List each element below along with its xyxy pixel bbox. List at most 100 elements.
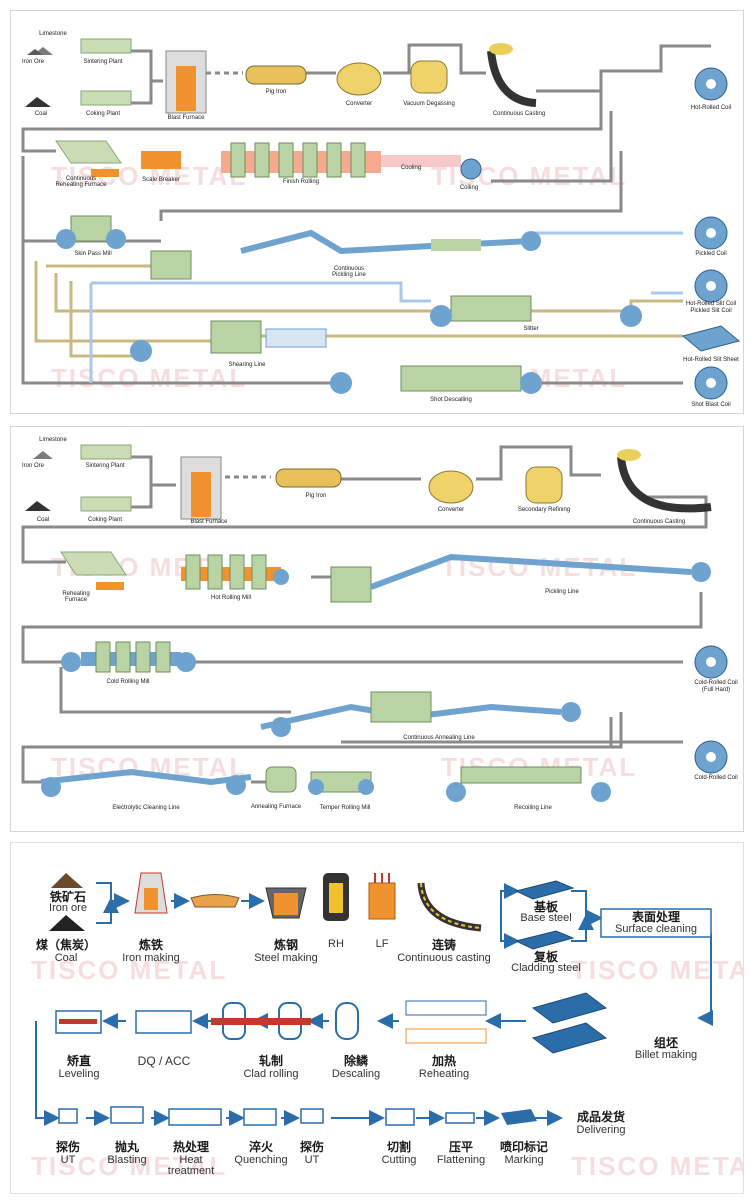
continuous-casting — [617, 456, 712, 513]
step-flat-en: Flattening — [436, 1154, 486, 1166]
iron-ore-pile — [51, 873, 83, 888]
flow-line — [131, 81, 153, 105]
label-continuous-casting: Continuous Casting — [492, 111, 546, 117]
quenching-unit — [243, 1108, 277, 1126]
label-reheating: Continuous Reheating Furnace — [55, 176, 107, 188]
label-coking: Coking Plant — [87, 517, 123, 523]
flow-line — [21, 712, 623, 784]
converter — [428, 470, 474, 504]
label-annealing-line: Continuous Annealing Line — [403, 735, 475, 741]
step-quench-en: Quenching — [234, 1154, 288, 1166]
label-pig-iron: Pig Iron — [265, 89, 287, 95]
flow-line — [59, 667, 291, 714]
flow-line — [34, 261, 211, 343]
step-surface-en: Surface cleaning — [615, 923, 697, 935]
pig-iron-car — [245, 65, 307, 85]
label-iron-ore: Iron Ore — [21, 59, 45, 65]
step-iron-making-en: Iron making — [122, 952, 180, 964]
label-shot-descaling: Shot Descalling — [430, 397, 472, 403]
coking-plant — [80, 496, 132, 512]
step-quench-cn: 淬火 — [248, 1140, 274, 1154]
iron-ore-pile — [27, 49, 43, 55]
label-coking: Coking Plant — [85, 111, 121, 117]
vacuum-degassing — [410, 60, 448, 94]
label-shearing: Shearing Line — [228, 362, 266, 368]
flow-line — [21, 495, 708, 564]
shearing-line — [210, 320, 262, 354]
step-cladding-cn: 复板 — [533, 950, 559, 964]
coal-pile — [25, 97, 51, 107]
label-secondary-refining: Secondary Refining — [517, 507, 571, 513]
label-blast-furnace: Blast Furnace — [190, 519, 228, 525]
ut-scanner-1 — [58, 1108, 78, 1124]
step-dq-acc: DQ / ACC — [137, 1054, 191, 1068]
step-reheating-en: Reheating — [418, 1068, 470, 1080]
step-heat-en-1: Heat — [179, 1154, 203, 1166]
label-iron-ore: Iron Ore — [21, 463, 45, 469]
label-annealing-furnace: Annealing Furnace — [250, 804, 302, 810]
watermark: TISCO METAL — [51, 363, 248, 393]
heat-treatment-furnace — [168, 1108, 222, 1126]
label-sintering: Sintering Plant — [83, 59, 123, 65]
step-heat-cn: 热处理 — [172, 1140, 210, 1154]
hot-metal-car — [190, 894, 240, 908]
flow-line — [21, 156, 341, 385]
label-converter: Converter — [345, 101, 373, 107]
label-limestone: Limestone — [39, 437, 67, 443]
step-mark-en: Marking — [504, 1154, 544, 1166]
step-lf: LF — [375, 938, 389, 950]
step-descaling-cn: 除鳞 — [343, 1054, 369, 1068]
label-pickling-line: Continuous Pickling Line — [332, 266, 366, 278]
step-heat-en-2: treatment — [167, 1165, 215, 1177]
flow-arrow — [500, 903, 520, 949]
flow-line — [383, 43, 486, 75]
flow-arrow — [96, 897, 119, 924]
skin-pass-mill — [70, 215, 112, 242]
label-slit-sheet: Hot-Rolled Slit Sheet — [683, 357, 739, 363]
limestone-pile — [33, 451, 53, 459]
step-deliver-cn: 成品发货 — [576, 1110, 626, 1124]
secondary-refining — [525, 466, 563, 504]
label-pickled-coil: Pickled Coil — [695, 251, 727, 257]
process-diagram — [35, 872, 713, 1126]
surface-cleaning-box — [600, 908, 712, 938]
converter — [336, 62, 382, 96]
pig-iron-car — [275, 468, 342, 488]
step-surface-cn: 表面处理 — [631, 910, 681, 924]
step-blasting-en: Blasting — [107, 1154, 147, 1166]
annealing-furnace — [265, 766, 297, 793]
step-ut2-en: UT — [304, 1154, 320, 1166]
flattening-unit — [445, 1112, 475, 1124]
step-deliver-en: Delivering — [576, 1124, 626, 1136]
ut-scanner-2 — [300, 1108, 324, 1124]
flow-arrow — [35, 1021, 60, 1126]
process-diagram — [21, 444, 728, 802]
flow-line — [54, 273, 683, 313]
step-clad-rolling-en: Clad rolling — [243, 1068, 299, 1080]
flow-line — [159, 151, 623, 221]
label-slit-coil-1: Hot-Rolled Slit Coil — [685, 301, 737, 307]
watermark: TISCO METAL — [31, 955, 228, 985]
electrolytic-line — [40, 768, 252, 786]
step-reheating-cn: 加热 — [431, 1054, 457, 1068]
label-pickling: Pickling Line — [545, 589, 579, 595]
flow-line — [476, 445, 601, 481]
step-iron-ore-en: Iron ore — [49, 902, 87, 914]
step-rh: RH — [328, 938, 344, 950]
cladding-steel — [514, 930, 575, 950]
flow-line — [69, 281, 141, 358]
reheating-furnace — [55, 140, 122, 164]
flow-line — [21, 91, 603, 153]
cutting-unit — [385, 1108, 415, 1126]
descaling-unit — [335, 1002, 359, 1040]
shot-descaling — [400, 365, 522, 392]
cooling-table — [381, 155, 461, 167]
watermark: TISCO METAL — [31, 1151, 228, 1181]
step-iron-making-cn: 炼铁 — [138, 938, 164, 952]
step-leveling-en: Leveling — [58, 1068, 100, 1080]
label-finish-rolling: Finish Rolling — [282, 179, 320, 185]
step-base-steel-en: Base steel — [520, 912, 572, 924]
step-casting-en: Continuous casting — [397, 952, 491, 964]
flow-line — [131, 485, 153, 509]
reheating-furnace-bottom — [405, 1028, 487, 1044]
